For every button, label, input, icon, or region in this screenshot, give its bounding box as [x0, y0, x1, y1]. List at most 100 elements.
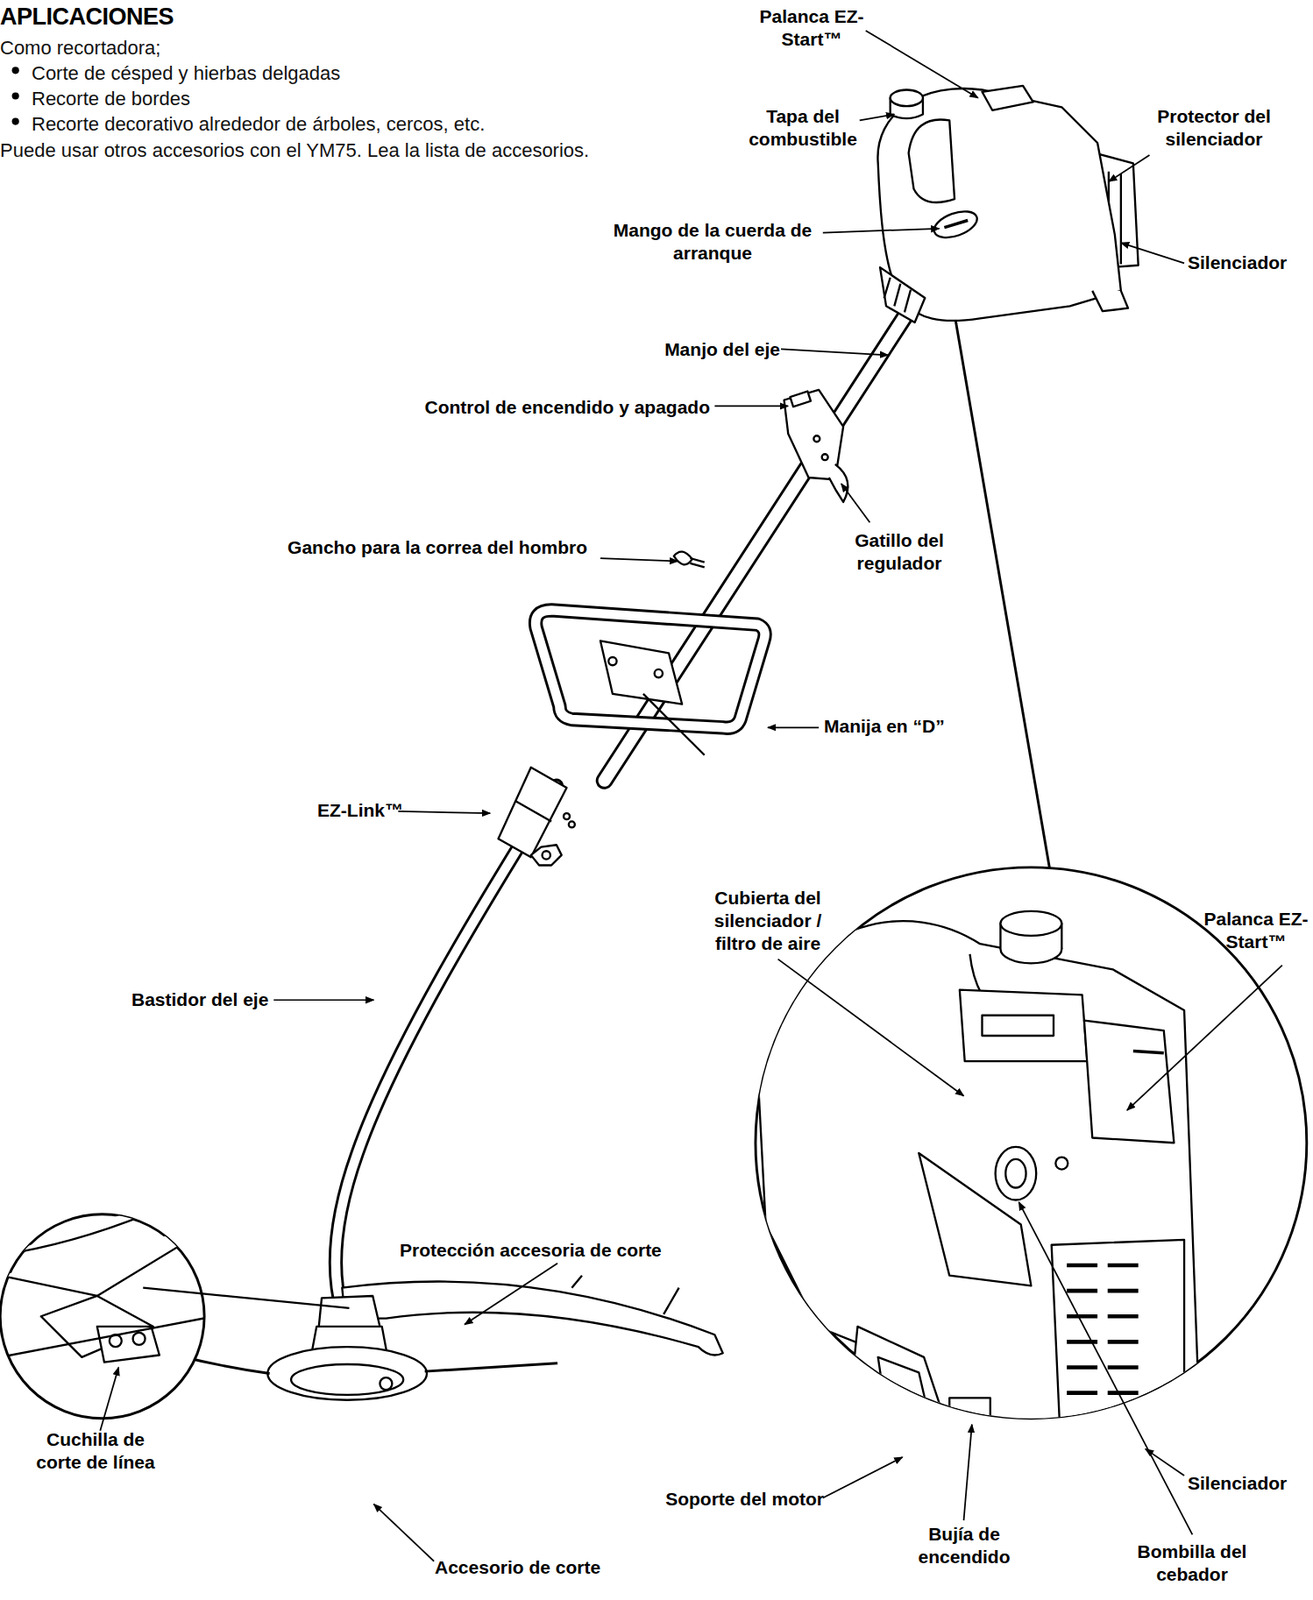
blade-detail-inset	[0, 1184, 349, 1420]
engine-detail-inset	[949, 1398, 991, 1421]
part-label: Cubierta del silenciador / filtro de air…	[708, 887, 828, 956]
engine-detail-inset	[1000, 911, 1062, 937]
engine-detail-inset	[1005, 1159, 1026, 1189]
d-handle	[654, 669, 663, 678]
engine-detail-inset	[959, 990, 1088, 1063]
part-label: Palanca EZ-Start™	[1199, 908, 1313, 954]
inset-pointer-line	[954, 314, 1052, 881]
leader-arrows	[964, 1425, 973, 1521]
engine-housing	[930, 205, 981, 243]
part-label: Protector del silenciador	[1139, 105, 1289, 151]
part-label: Tapa del combustible	[741, 105, 865, 151]
body-text: Puede usar otros accesorios con el YM75.…	[0, 137, 592, 164]
bullet-item: Recorte decorativo alrededor de árboles,…	[31, 111, 663, 137]
cutting-head	[379, 1377, 392, 1391]
engine-detail-inset	[918, 1153, 1031, 1286]
leader-arrows	[99, 30, 1283, 1562]
engine-housing	[877, 85, 1138, 323]
leader-arrows	[823, 228, 940, 234]
leader-arrows	[464, 1263, 558, 1326]
throttle-handle	[784, 390, 849, 503]
engine-housing	[884, 277, 911, 313]
engine-detail-inset	[755, 867, 1307, 1491]
engine-detail-inset	[995, 1147, 1037, 1201]
engine-housing	[890, 89, 923, 107]
ez-link-coupler	[531, 844, 562, 866]
engine-housing	[908, 119, 955, 203]
leader-arrows	[841, 483, 871, 523]
ez-link-coupler	[497, 767, 567, 858]
cutting-head	[176, 1276, 724, 1401]
part-label: Protección accesoria de corte	[399, 1239, 733, 1263]
strap-hook	[674, 552, 693, 566]
leader-arrows	[397, 811, 490, 814]
d-handle	[600, 640, 682, 704]
part-label: Gatillo del regulador	[839, 529, 959, 575]
lower-shaft	[335, 786, 557, 1313]
part-label: Manija en “D”	[823, 715, 982, 739]
part-label: Palanca EZ-Start™	[743, 5, 881, 51]
ez-link-coupler	[542, 851, 551, 859]
part-label: Mango de la cuerda de arranque	[603, 219, 823, 265]
cutting-head	[290, 1364, 404, 1396]
bullet-item: Recorte de bordes	[31, 85, 663, 112]
throttle-handle	[829, 464, 849, 503]
engine-detail-inset	[755, 911, 1200, 1491]
d-handle	[608, 657, 617, 666]
leader-arrows	[373, 1504, 434, 1562]
leader-arrows	[865, 30, 979, 99]
cutting-head	[267, 1347, 427, 1401]
engine-detail-inset	[1051, 1240, 1185, 1470]
engine-detail-inset	[755, 921, 1200, 1491]
bullet-dots	[12, 118, 20, 126]
lower-shaft	[335, 786, 557, 1313]
part-label: Soporte del motor	[613, 1488, 824, 1512]
leader-arrows	[1121, 242, 1185, 263]
ez-link-coupler	[563, 813, 570, 820]
part-label: Gancho para la correa del hombro	[210, 536, 588, 560]
part-label: Cuchilla de corte de línea	[29, 1428, 162, 1475]
engine-detail-inset	[878, 1357, 935, 1460]
part-label: Control de encendido y apagado	[341, 396, 710, 419]
inset-pointer-line	[954, 314, 1052, 881]
leader-arrows	[600, 558, 679, 561]
engine-detail-inset	[981, 1015, 1054, 1037]
strap-hook	[689, 558, 704, 568]
engine-housing	[880, 267, 925, 323]
engine-detail-inset	[1055, 1157, 1068, 1171]
bullet-dots	[12, 92, 20, 100]
part-label: Accesorio de corte	[434, 1556, 628, 1580]
leader-arrows	[1108, 155, 1150, 182]
lower-shaft	[335, 786, 557, 1313]
leader-arrows	[780, 348, 888, 355]
blade-detail-inset	[0, 1184, 215, 1257]
part-label: Bastidor del eje	[131, 988, 290, 1012]
engine-detail-inset	[1133, 1050, 1164, 1053]
cutting-head	[425, 1363, 558, 1372]
throttle-handle	[789, 391, 811, 408]
leader-arrows	[1127, 965, 1283, 1111]
ez-link-coupler	[515, 801, 552, 822]
engine-detail-inset	[1046, 1426, 1061, 1441]
d-handle	[643, 694, 705, 756]
throttle-handle	[822, 454, 829, 461]
leader-arrows	[767, 726, 819, 729]
d-handle	[535, 610, 766, 755]
leader-arrows	[273, 999, 374, 1001]
ez-link-coupler	[568, 821, 575, 828]
cutting-head	[341, 1282, 723, 1356]
blade-detail-inset	[142, 1288, 349, 1309]
blade-detail-inset	[133, 1333, 146, 1346]
section-heading: APLICACIONES	[0, 3, 351, 31]
engine-housing	[981, 85, 1033, 111]
leader-arrows	[714, 405, 788, 408]
throttle-handle	[813, 435, 820, 442]
leader-arrows	[1018, 1202, 1193, 1536]
body-text: Como recortadora;	[0, 35, 526, 61]
ez-link-coupler	[497, 767, 575, 866]
blade-detail-inset	[0, 1316, 215, 1358]
blade-detail-inset	[0, 1224, 215, 1297]
engine-detail-inset	[1084, 1021, 1174, 1144]
leader-arrows	[1145, 1449, 1185, 1477]
